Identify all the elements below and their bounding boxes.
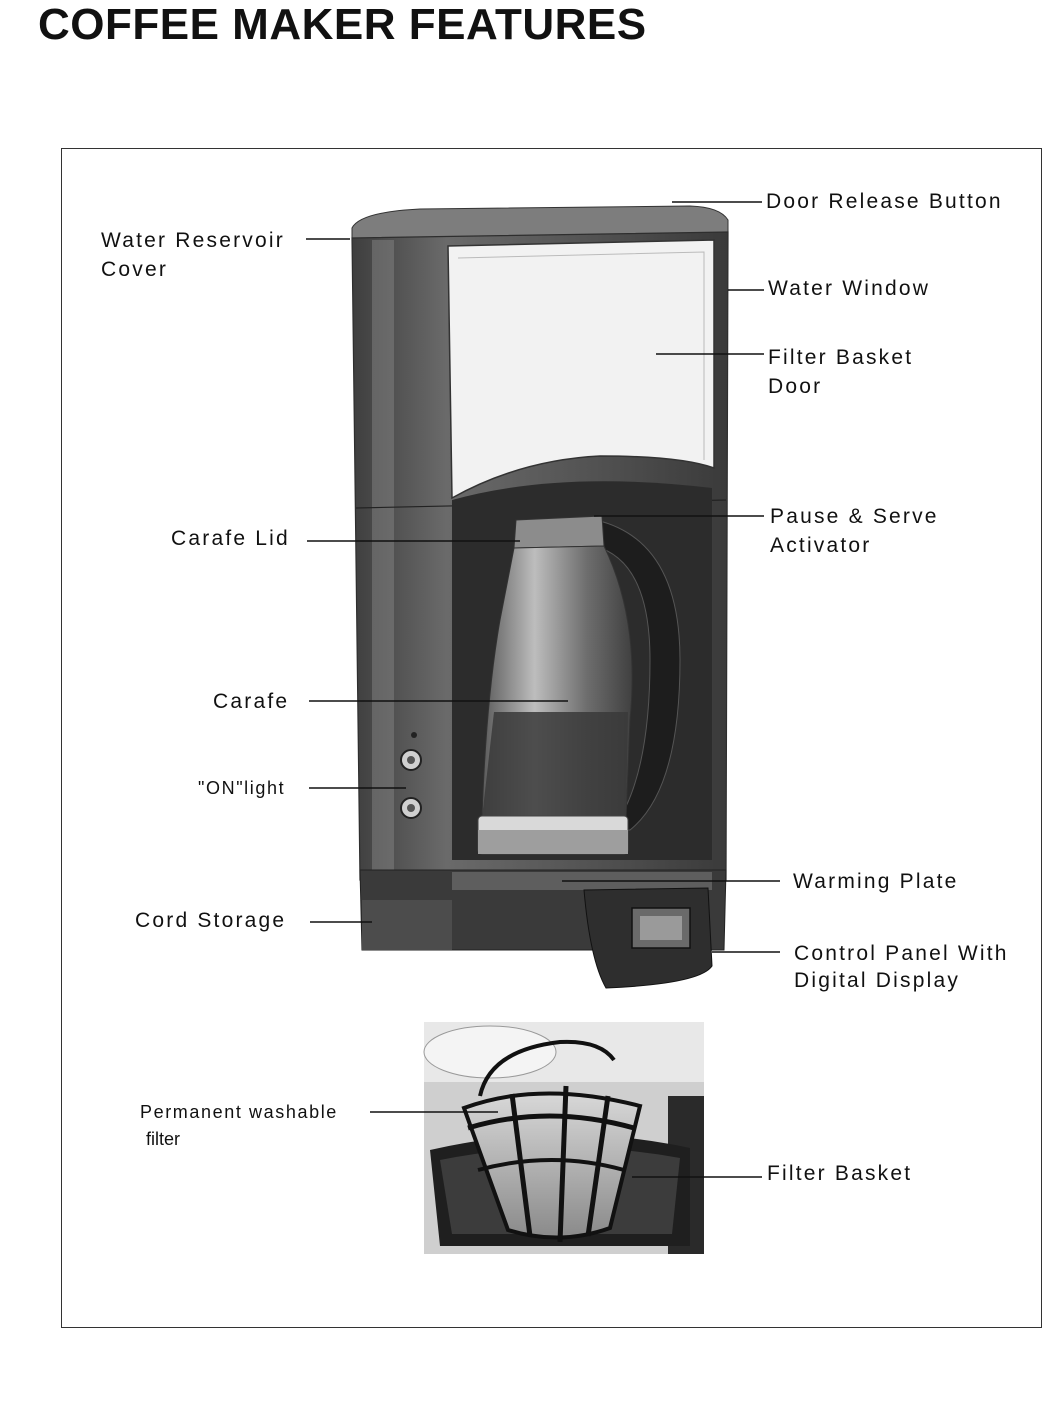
label-pause-serve-activator-line2: Activator: [770, 534, 872, 557]
label-permanent-washable-filter-line2: filter: [146, 1129, 181, 1149]
label-door-release-button: Door Release Button: [766, 190, 1003, 213]
filter-basket-illustration: [423, 1022, 704, 1254]
label-filter-basket-door-line2: Door: [768, 375, 823, 398]
label-cord-storage: Cord Storage: [135, 909, 287, 932]
label-permanent-washable-filter: Permanent washable: [140, 1102, 338, 1122]
label-control-panel-line2: Digital Display: [794, 969, 961, 992]
label-on-light: "ON"light: [198, 778, 286, 798]
label-filter-basket: Filter Basket: [767, 1162, 913, 1185]
label-water-reservoir-cover-line2: Cover: [101, 258, 169, 281]
page-title: COFFEE MAKER FEATURES: [38, 0, 647, 49]
leader-lines: [306, 201, 780, 1178]
label-pause-serve-activator: Pause & Serve: [770, 505, 939, 528]
label-water-reservoir-cover: Water Reservoir: [101, 229, 285, 252]
label-control-panel: Control Panel With: [794, 942, 1009, 965]
label-filter-basket-door: Filter Basket: [768, 346, 914, 369]
coffee-maker-illustration: [351, 205, 729, 989]
label-water-window: Water Window: [768, 277, 931, 300]
label-warming-plate: Warming Plate: [793, 870, 959, 893]
label-carafe: Carafe: [213, 690, 290, 713]
diagram-frame: [61, 148, 1042, 1328]
label-carafe-lid: Carafe Lid: [171, 527, 290, 550]
